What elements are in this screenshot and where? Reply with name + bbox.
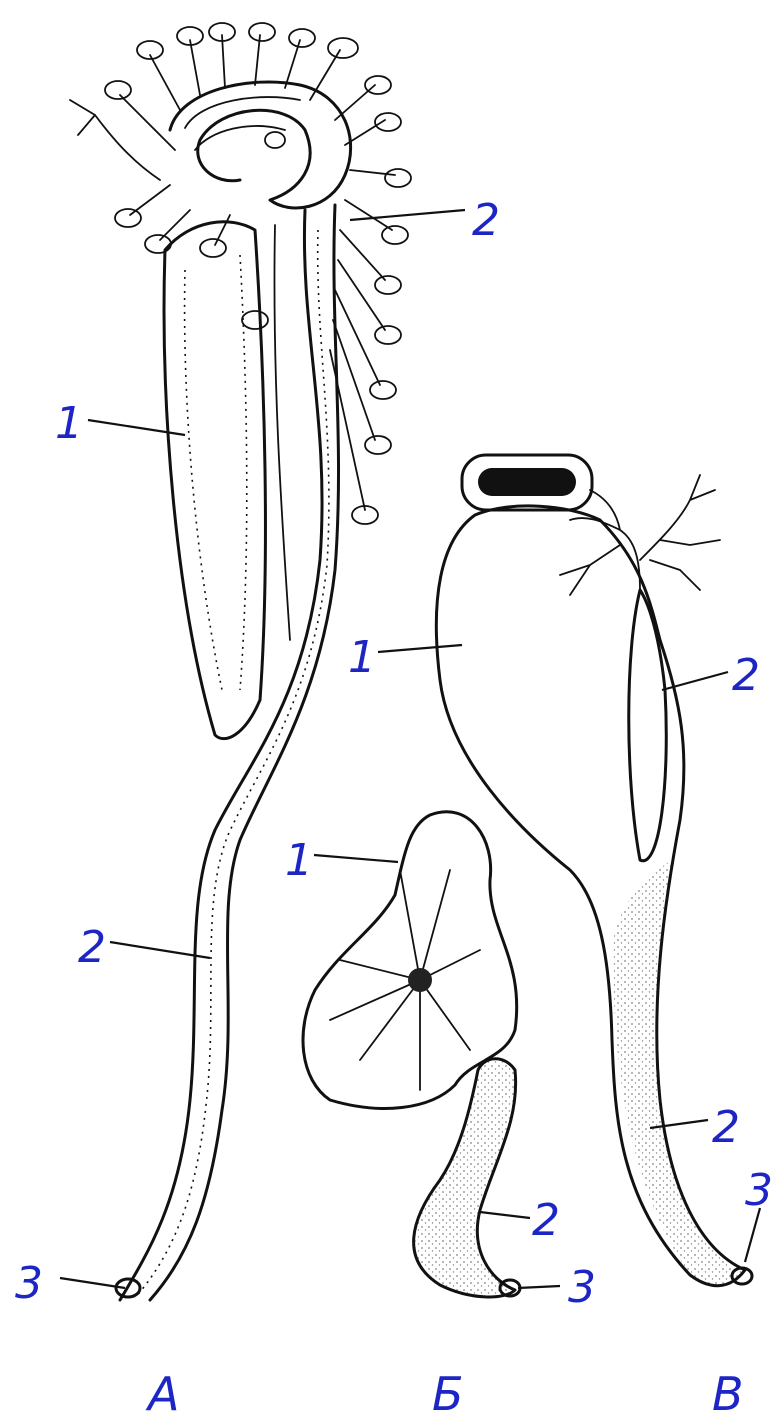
label-a-stalk: 2 [78,922,106,973]
organism-a-crown [70,23,411,524]
label-c-stalk: 2 [712,1102,740,1153]
label-a-base: 3 [15,1258,43,1309]
label-b-base: 3 [568,1262,596,1313]
label-c-base: 3 [745,1165,773,1216]
caption-b: Б [432,1367,464,1421]
organism-a-body [164,222,265,739]
label-b-body: 1 [285,835,313,886]
label-c-stalk-top: 2 [732,650,760,701]
organism-c-stalk-loop [629,590,667,861]
label-c-body: 1 [348,632,376,683]
organism-a-stalk [120,205,339,1300]
caption-a: А [145,1367,179,1421]
label-b-stalk: 2 [532,1195,560,1246]
caption-c: В [712,1367,744,1421]
label-a-body: 1 [55,398,83,449]
label-a-stalk-top: 2 [472,195,500,246]
organism-b [303,812,520,1297]
organism-c-crown [560,475,720,595]
